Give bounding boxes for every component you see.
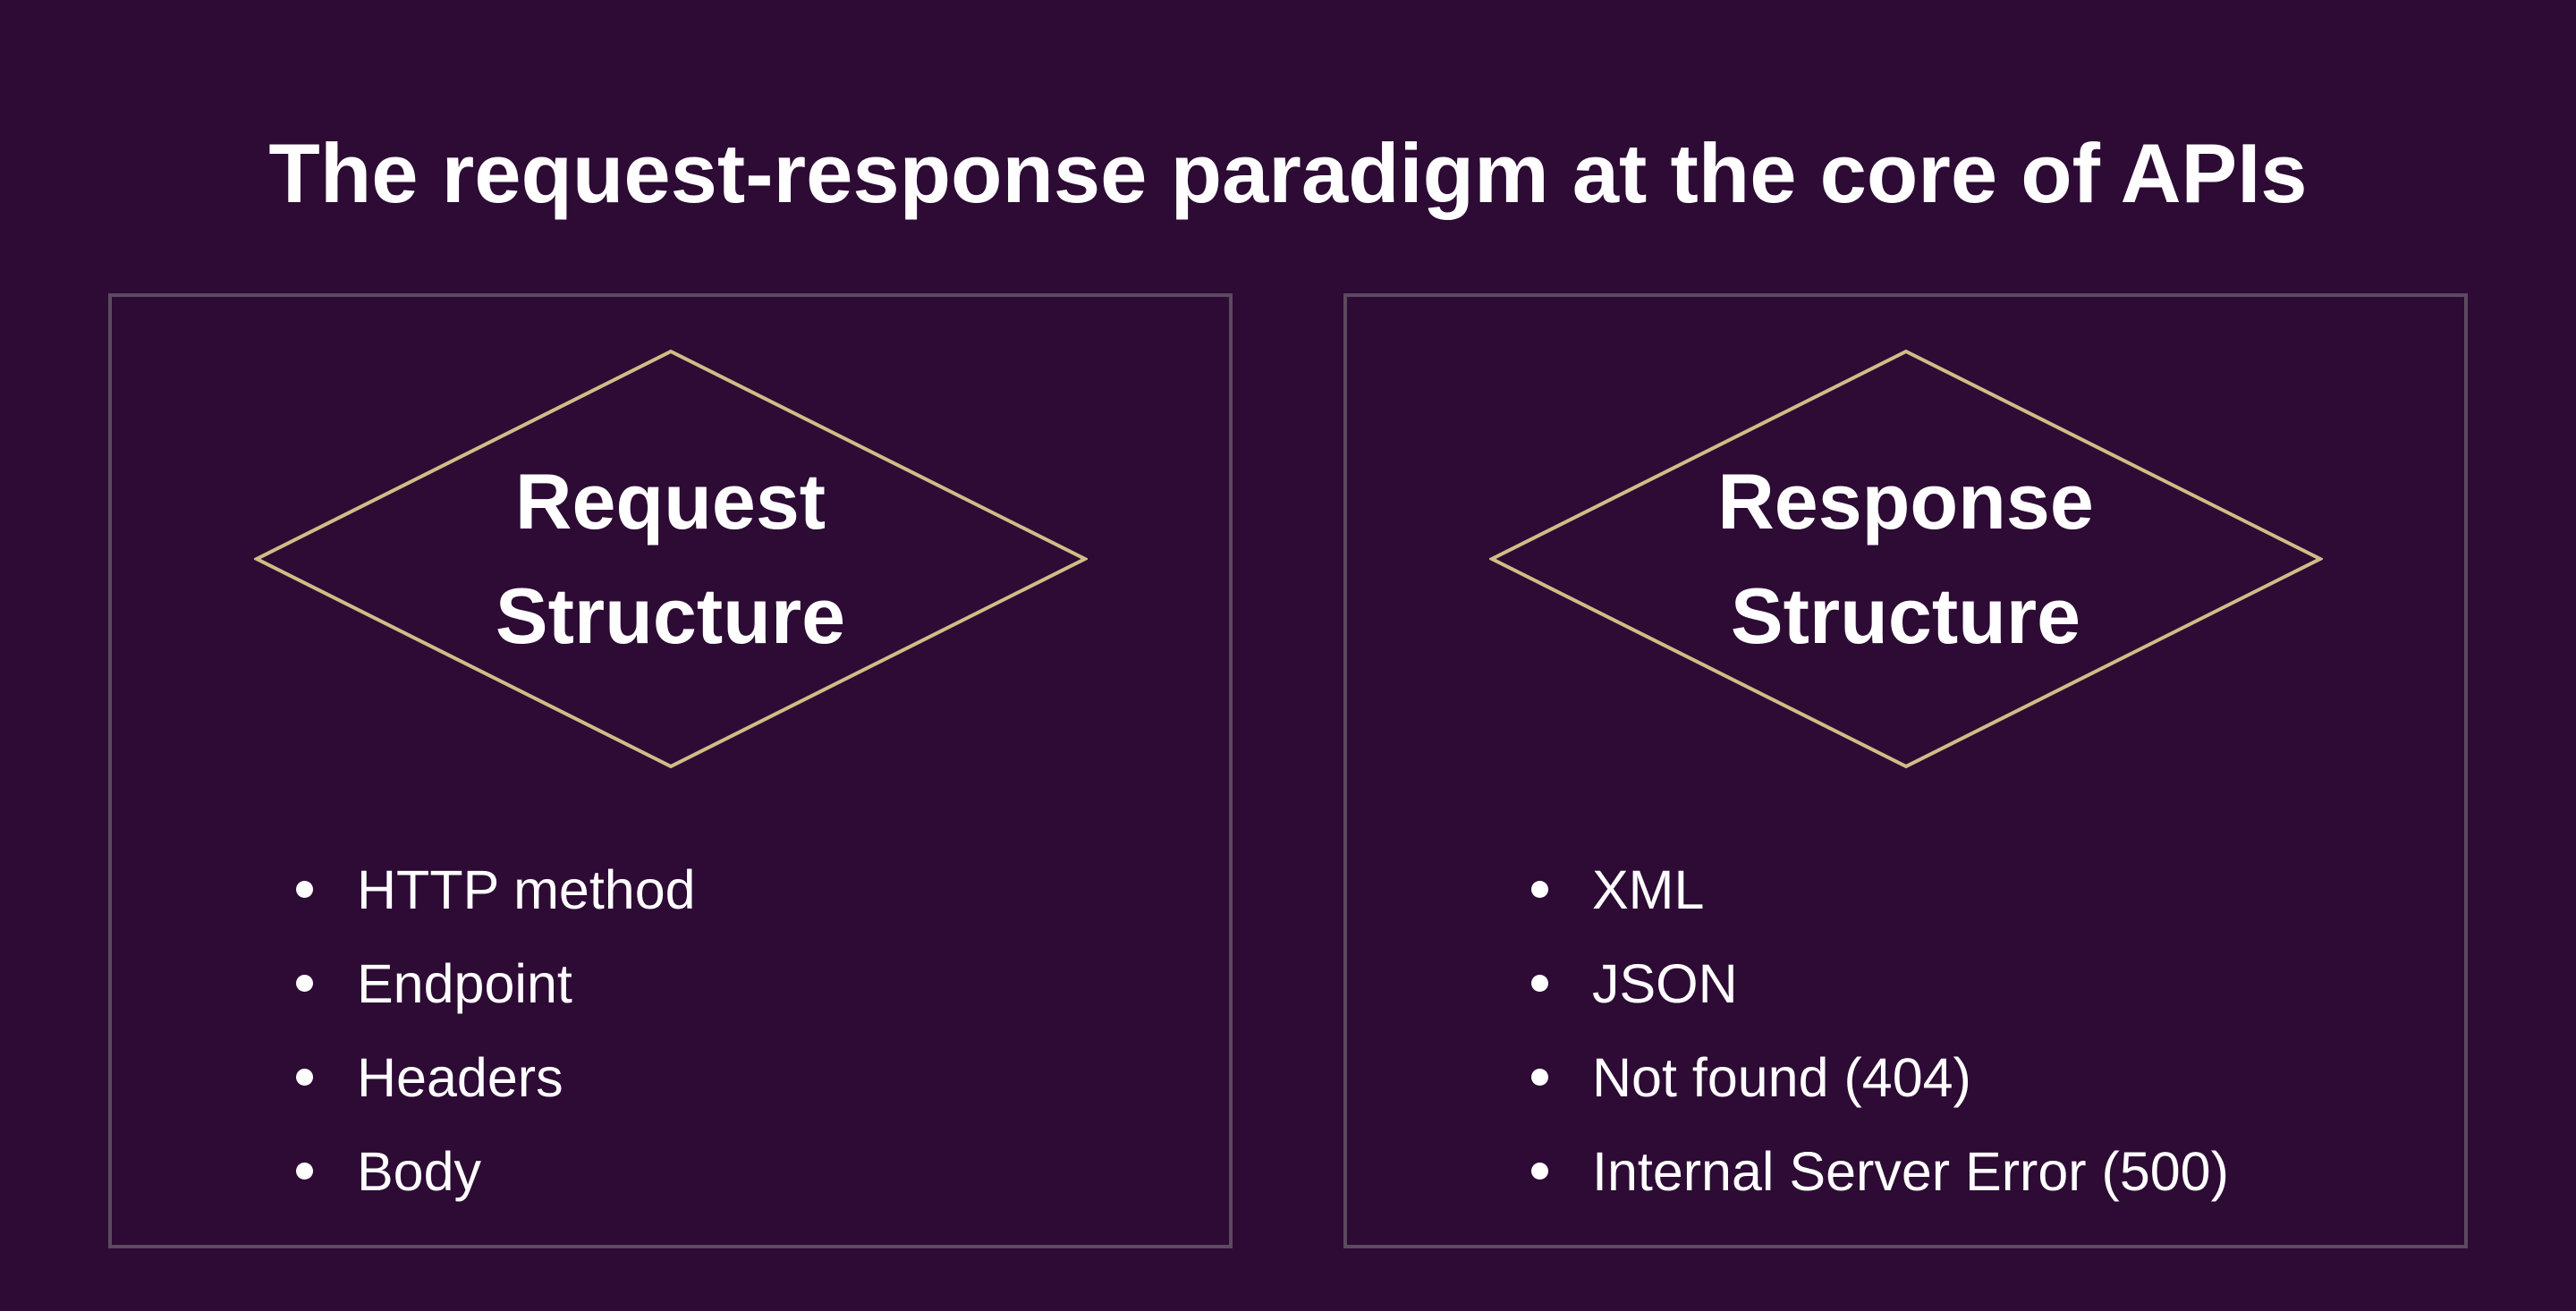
diamond-outline-icon	[1488, 349, 2323, 769]
bullet-dot-icon	[296, 1069, 313, 1086]
diamond-label-line: Response	[1717, 457, 2094, 546]
list-item: Not found (404)	[1531, 1030, 2428, 1124]
list-item-label: Not found (404)	[1592, 1046, 1971, 1108]
response-bullet-list: XML JSON Not found (404) Internal Server…	[1531, 842, 2428, 1218]
list-item-label: Body	[357, 1140, 482, 1202]
list-item: Endpoint	[296, 936, 1193, 1030]
bullet-dot-icon	[296, 881, 313, 898]
diamond-outline-icon	[253, 349, 1088, 769]
bullet-dot-icon	[296, 1163, 313, 1180]
list-item: Headers	[296, 1030, 1193, 1124]
list-item-label: Endpoint	[357, 952, 572, 1014]
list-item-label: XML	[1592, 858, 1705, 920]
bullet-dot-icon	[1531, 975, 1548, 992]
response-diamond-label: Response Structure	[1489, 349, 2323, 769]
page-title: The request-response paradigm at the cor…	[268, 126, 2308, 220]
bullet-dot-icon	[1531, 881, 1548, 898]
list-item: Body	[296, 1124, 1193, 1218]
list-item-label: Internal Server Error (500)	[1592, 1140, 2229, 1202]
request-diamond: Request Structure	[253, 349, 1088, 769]
list-item-label: Headers	[357, 1046, 564, 1108]
request-bullet-list: HTTP method Endpoint Headers Body	[296, 842, 1193, 1218]
diamond-label-line: Request	[514, 457, 826, 546]
request-diamond-label: Request Structure	[254, 349, 1088, 769]
request-panel: Request Structure HTTP method Endpoint H…	[108, 293, 1233, 1248]
list-item-label: JSON	[1592, 952, 1738, 1014]
response-diamond: Response Structure	[1488, 349, 2323, 769]
bullet-dot-icon	[296, 975, 313, 992]
diamond-label-line: Structure	[495, 571, 846, 660]
list-item: Internal Server Error (500)	[1531, 1124, 2428, 1218]
bullet-dot-icon	[1531, 1163, 1548, 1180]
diamond-label-line: Structure	[1730, 571, 2081, 660]
response-panel: Response Structure XML JSON Not found (4…	[1343, 293, 2468, 1248]
bullet-dot-icon	[1531, 1069, 1548, 1086]
list-item: XML	[1531, 842, 2428, 936]
list-item: JSON	[1531, 936, 2428, 1030]
list-item: HTTP method	[296, 842, 1193, 936]
list-item-label: HTTP method	[357, 858, 696, 920]
